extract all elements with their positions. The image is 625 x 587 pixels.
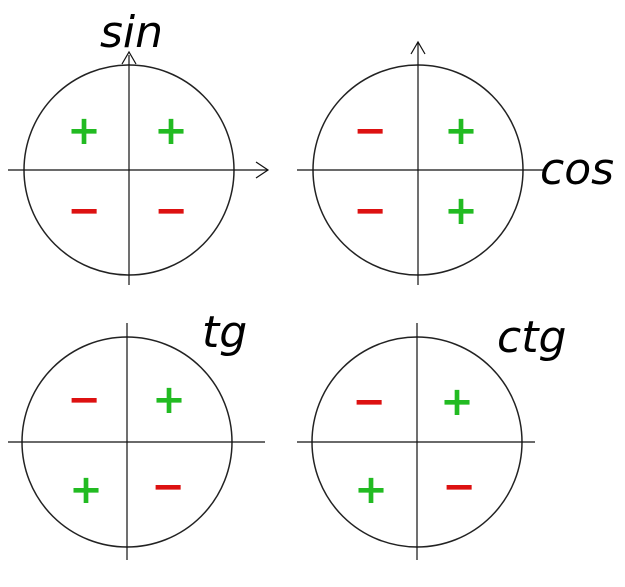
function-label: sin [100,7,163,58]
diagram-sin: sin + + − − [8,7,270,285]
y-axis-arrow-icon [121,50,137,65]
x-axis-arrow-icon [255,161,270,179]
diagram-cos: cos − + − + [297,40,614,285]
function-label: cos [540,144,614,195]
sign-quadrant-4: − [154,188,188,234]
sign-quadrant-1: + [154,108,188,154]
y-axis-arrow-icon [410,40,426,55]
sign-quadrant-3: + [354,467,388,513]
sign-quadrant-4: + [444,188,478,234]
sign-quadrant-2: − [352,379,386,425]
sign-quadrant-4: − [151,464,185,510]
function-label: tg [202,307,247,358]
sign-quadrant-2: − [353,108,387,154]
sign-quadrant-3: + [69,467,103,513]
function-label: ctg [497,312,566,363]
diagram-tg: tg − + + − [8,307,265,560]
sign-quadrant-3: − [353,188,387,234]
sign-quadrant-3: − [67,188,101,234]
diagram-ctg: ctg − + + − [297,312,566,560]
sign-quadrant-1: + [152,377,186,423]
sign-quadrant-2: − [67,377,101,423]
sign-quadrant-2: + [67,108,101,154]
sign-quadrant-4: − [442,464,476,510]
sign-quadrant-1: + [444,108,478,154]
sign-quadrant-1: + [440,379,474,425]
